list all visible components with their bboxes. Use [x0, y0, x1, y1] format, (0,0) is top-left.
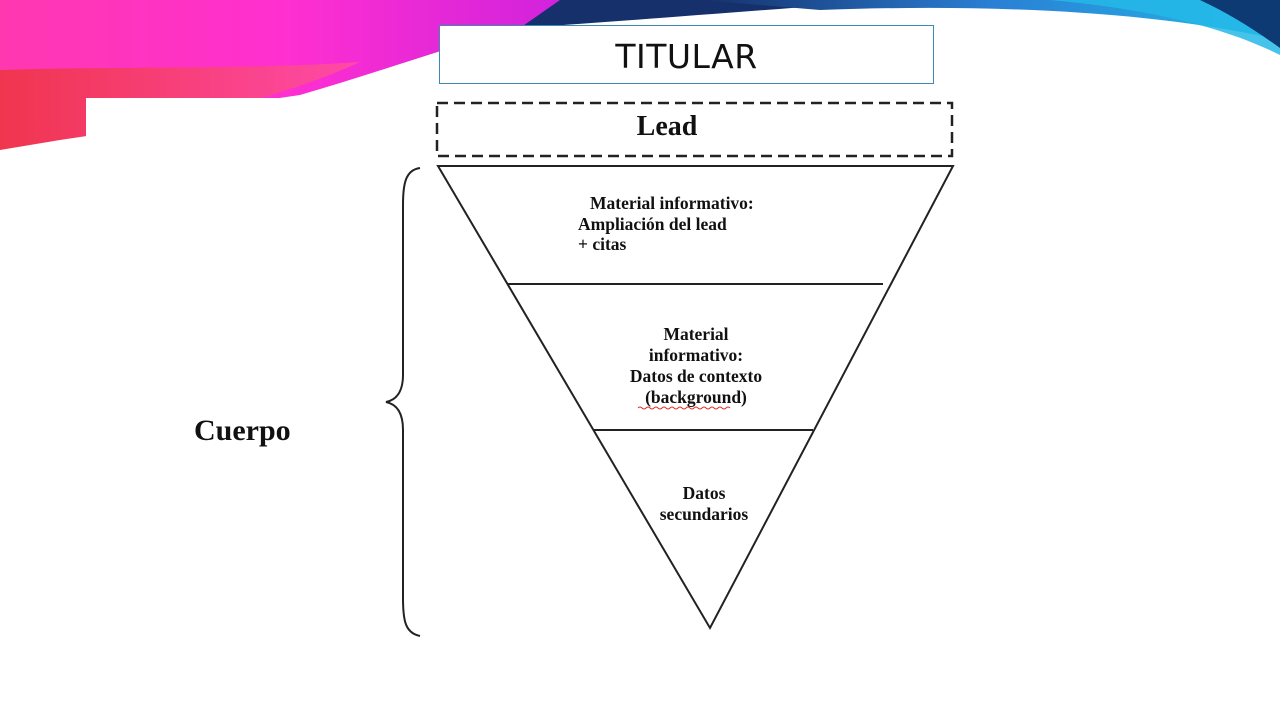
pyramid-triangle: [436, 165, 955, 631]
spellcheck-underline: [637, 406, 731, 410]
slide-title: TITULAR: [615, 37, 758, 76]
segment2-line1: Material: [663, 324, 728, 344]
segment2-line3: Datos de contexto: [630, 366, 762, 386]
lead-label: Lead: [637, 111, 698, 142]
title-box: TITULAR: [439, 25, 934, 84]
banner-navy-band: [520, 0, 900, 28]
segment3-line2: secundarios: [660, 504, 749, 524]
segment2-line4: (background): [645, 387, 747, 407]
segment1-line1: Material informativo:: [590, 193, 754, 213]
banner-white-mask: [86, 98, 446, 160]
segment1-line3: + citas: [578, 234, 627, 254]
body-curly-brace: [385, 167, 421, 637]
banner-cyan-band: [1050, 0, 1280, 55]
segment2-line2: informativo:: [649, 345, 743, 365]
banner-dark-stripe: [1200, 0, 1280, 48]
lead-box: [435, 101, 954, 158]
body-label: Cuerpo: [194, 414, 291, 447]
segment3-line1: Datos: [683, 483, 726, 503]
segment1-line2: Ampliación del lead: [578, 214, 727, 234]
